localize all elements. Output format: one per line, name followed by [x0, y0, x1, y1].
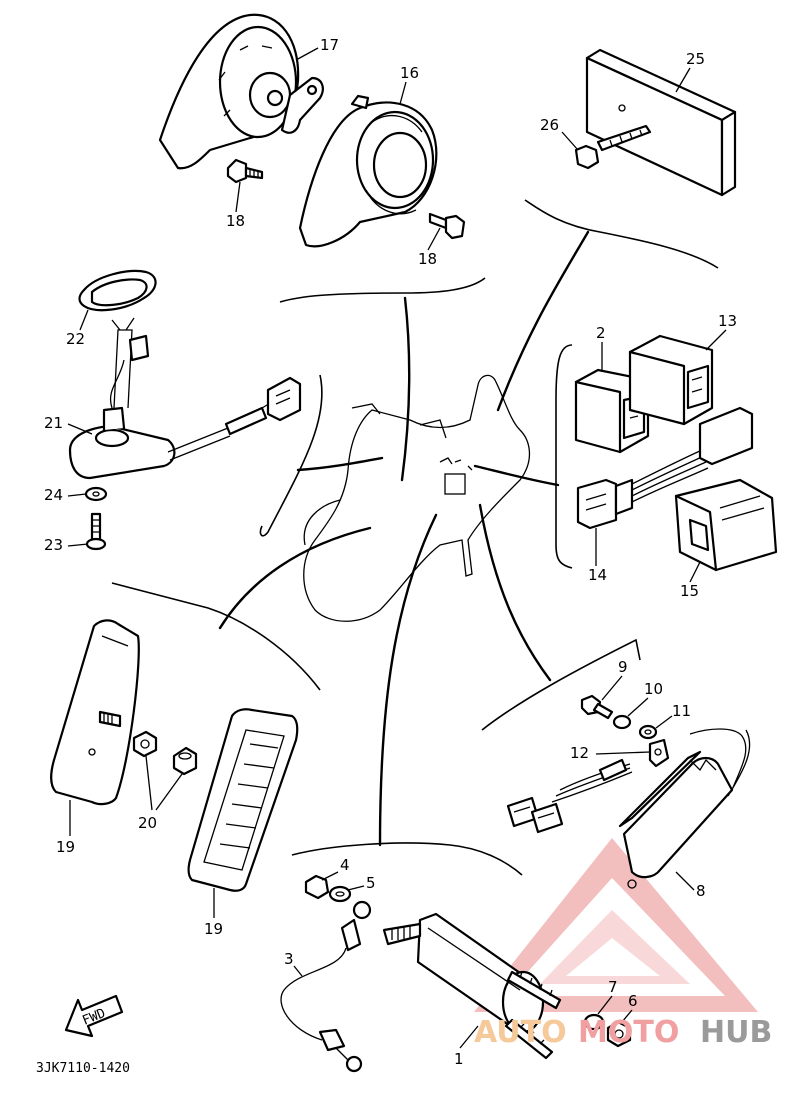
callout-19-left: 19: [56, 838, 75, 856]
nut-6: [606, 1020, 632, 1048]
bolt-18-left: [226, 158, 264, 184]
callout-18-right: 18: [418, 250, 437, 268]
callout-24: 24: [44, 486, 63, 504]
leader-lines: [218, 230, 590, 847]
callout-6: 6: [628, 992, 638, 1010]
washer-10: [612, 714, 632, 730]
callout-15: 15: [680, 582, 699, 600]
relay-13: [628, 334, 714, 426]
watermark-part2: MOTO: [578, 1015, 679, 1050]
bolt-26: [574, 124, 652, 170]
sender-unit-21: [68, 317, 302, 480]
washer-24: [84, 486, 108, 502]
callout-8: 8: [696, 882, 706, 900]
regulator-harness: [506, 758, 633, 834]
stud-bolt: [98, 710, 122, 728]
gasket-22: [78, 269, 157, 312]
watermark-part3: HUB: [700, 1015, 772, 1050]
starter-relay-1: [382, 912, 562, 1060]
watermark-logo: [474, 838, 758, 1012]
callout-3: 3: [284, 950, 294, 968]
callout-10: 10: [644, 680, 663, 698]
bolt-9: [580, 694, 614, 720]
callout-1: 1: [454, 1050, 464, 1068]
callout-23: 23: [44, 536, 63, 554]
callout-18-left: 18: [226, 212, 245, 230]
callout-25: 25: [686, 50, 705, 68]
callout-2: 2: [596, 324, 606, 342]
connector-14: [576, 406, 754, 530]
motorcycle-frame-outline: [303, 374, 531, 622]
washer-7: [583, 1013, 605, 1031]
washer-5: [328, 885, 352, 903]
callout-13: 13: [718, 312, 737, 330]
callout-19-right: 19: [204, 920, 223, 938]
watermark-text: AUTO MOTO HUB: [474, 1015, 772, 1050]
callout-7: 7: [608, 978, 618, 996]
callout-16: 16: [400, 64, 419, 82]
collar-11: [638, 724, 658, 740]
fwd-arrow-icon: FWD: [64, 994, 124, 1038]
callout-17: 17: [320, 36, 339, 54]
bolt-18-right: [428, 212, 466, 240]
bracket-12: [648, 738, 670, 768]
callout-5: 5: [366, 874, 376, 892]
reflector-19-left: [50, 619, 140, 806]
relay-unit-25: [585, 48, 737, 197]
callout-22: 22: [66, 330, 85, 348]
horn-16: [298, 94, 438, 248]
connector-15: [674, 478, 778, 572]
lead-wire-3: [280, 900, 372, 1073]
callout-labels: 17 16 18 18 25 26 22 21 24 23 2 13 14 15…: [44, 36, 737, 1068]
callout-12: 12: [570, 744, 589, 762]
nut-20-left: [132, 730, 158, 758]
callout-26: 26: [540, 116, 559, 134]
callout-4: 4: [340, 856, 350, 874]
nut-4: [304, 874, 330, 900]
nut-20-right: [172, 746, 198, 776]
regulator-8: [618, 728, 751, 889]
callout-20: 20: [138, 814, 157, 832]
watermark-part1: AUTO: [474, 1015, 567, 1050]
relay-2: [574, 368, 650, 454]
callout-9: 9: [618, 658, 628, 676]
callout-14: 14: [588, 566, 607, 584]
group-brackets: [111, 199, 719, 876]
reflector-19-right: [187, 708, 299, 892]
diagram-code: 3JK7110-1420: [36, 1061, 130, 1076]
callout-21: 21: [44, 414, 63, 432]
screw-23: [85, 512, 107, 551]
horn-17: [158, 13, 324, 170]
callout-11: 11: [672, 702, 691, 720]
